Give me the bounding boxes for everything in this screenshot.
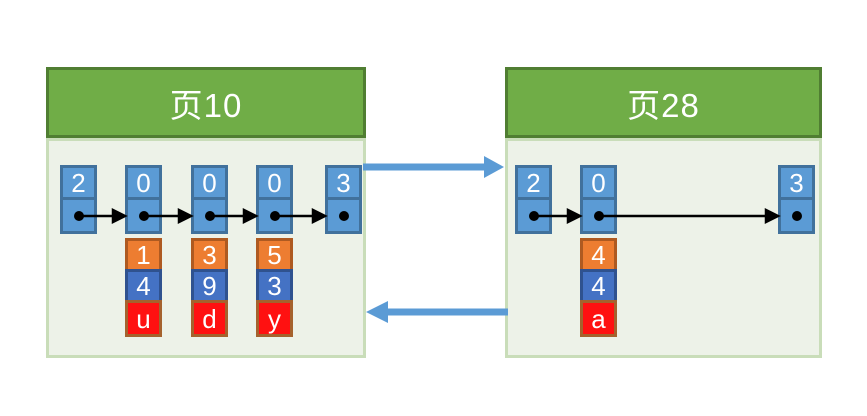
record-field-cell-2: 9 <box>191 269 228 303</box>
infimum-record-column: 2 <box>60 165 97 234</box>
record-header-cell: 0 <box>125 165 162 200</box>
record-column-2: 0 3 9 d <box>191 165 228 337</box>
page-link-arrows <box>363 156 508 323</box>
page-28: 页28 2 0 4 4 a 3 <box>505 67 822 358</box>
record-header-cell: 0 <box>580 165 617 200</box>
record-header-cell: 0 <box>256 165 293 200</box>
record-header-cell: 2 <box>515 165 552 200</box>
pointer-dot <box>593 210 604 221</box>
page-10-header: 页10 <box>46 67 366 138</box>
prev-page-arrow-head <box>366 301 388 323</box>
record-header-cell: 2 <box>60 165 97 200</box>
next-record-pointer-cell <box>191 197 228 234</box>
next-record-pointer-cell <box>580 197 617 234</box>
pointer-dot <box>269 210 280 221</box>
pointer-dot <box>73 210 84 221</box>
pointer-dot <box>528 210 539 221</box>
infimum-record-column: 2 <box>515 165 552 234</box>
record-field-cell-3: y <box>256 300 293 337</box>
page-title: 页28 <box>627 86 700 124</box>
next-page-arrow-head <box>484 156 504 178</box>
next-record-pointer-cell <box>778 197 815 234</box>
supremum-record-column: 3 <box>778 165 815 234</box>
next-page-arrow-shaft <box>363 163 484 171</box>
record-field-cell-3: u <box>125 300 162 337</box>
prev-page-arrow-shaft <box>387 308 508 316</box>
record-column-1: 0 1 4 u <box>125 165 162 337</box>
record-field-cell-1: 1 <box>125 238 162 272</box>
record-header-cell: 3 <box>325 165 362 200</box>
supremum-record-column: 3 <box>325 165 362 234</box>
record-column-3: 0 5 3 y <box>256 165 293 337</box>
pointer-dot <box>204 210 215 221</box>
next-record-pointer-cell <box>256 197 293 234</box>
record-field-cell-2: 4 <box>125 269 162 303</box>
record-field-cell-2: 3 <box>256 269 293 303</box>
pointer-dot <box>338 210 349 221</box>
record-field-cell-3: d <box>191 300 228 337</box>
record-field-cell-1: 4 <box>580 238 617 272</box>
record-field-cell-1: 3 <box>191 238 228 272</box>
pointer-dot <box>138 210 149 221</box>
record-field-cell-2: 4 <box>580 269 617 303</box>
next-record-pointer-cell <box>515 197 552 234</box>
record-header-cell: 0 <box>191 165 228 200</box>
next-record-pointer-cell <box>325 197 362 234</box>
page-title: 页10 <box>169 86 243 124</box>
record-header-cell: 3 <box>778 165 815 200</box>
record-field-cell-1: 5 <box>256 238 293 272</box>
pointer-dot <box>791 210 802 221</box>
page-28-header: 页28 <box>505 67 822 138</box>
next-record-pointer-cell <box>125 197 162 234</box>
page-10: 页10 2 0 1 4 u 0 3 9 d 0 5 3 <box>46 67 366 358</box>
record-column-1: 0 4 4 a <box>580 165 617 337</box>
record-field-cell-3: a <box>580 300 617 337</box>
page-28-body <box>505 138 822 358</box>
next-record-pointer-cell <box>60 197 97 234</box>
